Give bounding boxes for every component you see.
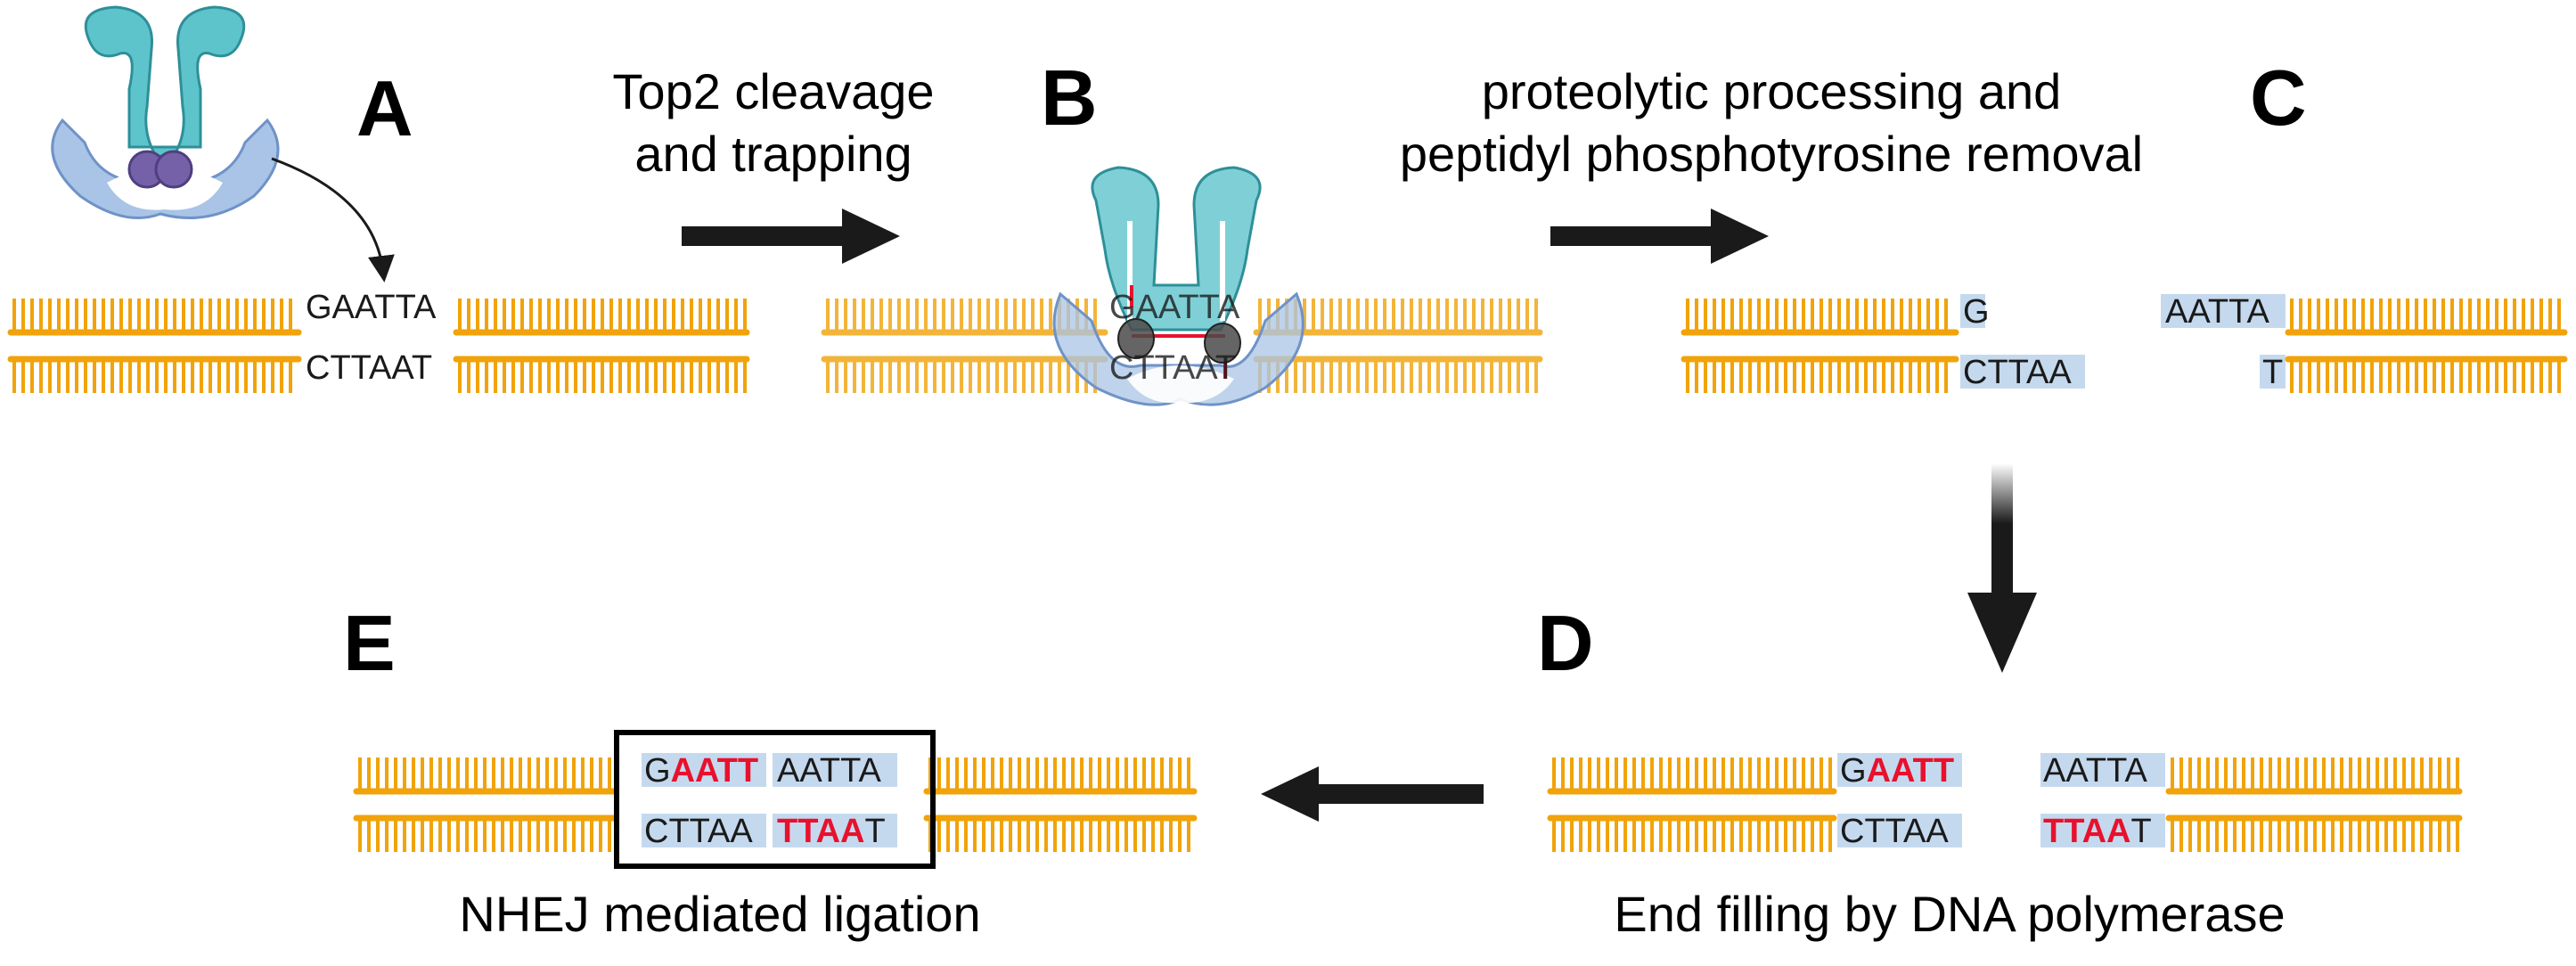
caption-processing-line2: peptidyl phosphotyrosine removal: [1400, 126, 2143, 182]
dna-strand-segment: [453, 299, 750, 393]
dna-strand-segment: [923, 757, 1198, 852]
sequence-bottom-strand: CTTAAT: [1109, 349, 1236, 387]
panel-b: B GAATTA CTTAAT: [821, 53, 1543, 406]
panel-e: E GAATT AATTA CTTAA TTAAT NHEJ mediated …: [343, 599, 1198, 942]
sequence-bottom-strand: CTTAAT: [306, 349, 432, 387]
dna-duplex-a: GAATTA CTTAAT: [7, 289, 750, 393]
arrow-d-to-e: [1261, 766, 1484, 822]
svg-text:GAATT: GAATT: [644, 752, 758, 790]
caption-nhej-ligation: NHEJ mediated ligation: [459, 886, 980, 942]
ligation-box: [614, 730, 936, 869]
dna-duplex-c-left: G CTTAA: [1681, 293, 2085, 393]
sequence-bottom-strand: CTTAA: [644, 813, 753, 850]
panel-e-letter: E: [343, 599, 396, 687]
sequence-bottom-strand: CTTAA: [1840, 813, 1949, 850]
caption-cleavage-line2: and trapping: [634, 126, 912, 182]
filled-bases: TTAA: [2043, 813, 2131, 850]
sequence-top-strand: AATTA: [2043, 752, 2147, 790]
sequence-top-strand: AATTA: [777, 752, 881, 790]
dna-strand-segment: [2285, 299, 2568, 393]
sequence-bottom-strand: T: [2131, 813, 2152, 850]
dna-strand-segment: [7, 299, 302, 393]
curved-arrow-icon: [271, 157, 395, 282]
sequence-top-strand: GAATTA: [1109, 289, 1240, 326]
arrow-a-to-b: [682, 209, 900, 264]
sequence-top-strand: GAATTA: [306, 289, 437, 326]
sequence-top-strand: G: [1963, 293, 1990, 331]
dna-strand-segment: [1681, 299, 1959, 393]
sequence-top-strand: G: [1840, 752, 1867, 790]
panel-a: A GAATTA CTTAAT: [7, 5, 750, 393]
dna-strand-segment: [353, 757, 618, 852]
arrow-c-to-d: [1967, 463, 2037, 673]
dna-strand-segment: [2165, 757, 2463, 852]
panel-d: D GAATT CTTAA AATTA TTAAT End filling by…: [1537, 599, 2463, 942]
filled-bases: TTAA: [777, 813, 865, 850]
svg-text:TTAAT: TTAAT: [777, 813, 886, 850]
sequence-bottom-strand: T: [2262, 354, 2283, 391]
svg-text:TTAAT: TTAAT: [2043, 813, 2152, 850]
dna-duplex-c-right: AATTA T: [2161, 293, 2568, 393]
filled-bases: AATT: [1867, 752, 1955, 790]
caption-processing-line1: proteolytic processing and: [1482, 63, 2062, 119]
dna-duplex-e: GAATT AATTA CTTAA TTAAT: [353, 730, 1198, 869]
topoisomerase-2-icon: [51, 5, 280, 219]
sequence-top-strand: AATTA: [2165, 293, 2269, 331]
sequence-bottom-strand: CTTAA: [1963, 354, 2072, 391]
svg-text:GAATT: GAATT: [1840, 752, 1954, 790]
panel-b-letter: B: [1041, 53, 1098, 142]
dna-duplex-d-right: AATTA TTAAT: [2040, 752, 2463, 852]
panel-a-letter: A: [356, 64, 413, 152]
sequence-top-strand: G: [644, 752, 671, 790]
arrow-b-to-c: [1550, 209, 1769, 264]
sequence-bottom-strand: T: [865, 813, 886, 850]
topoisomerase-2-trapped-icon: [1052, 166, 1304, 406]
dna-strand-segment: [1547, 757, 1837, 852]
caption-cleavage-line1: Top2 cleavage: [612, 63, 934, 119]
panel-c-letter: C: [2250, 53, 2307, 142]
dna-duplex-d-left: GAATT CTTAA: [1547, 752, 1962, 852]
panel-d-letter: D: [1537, 599, 1594, 687]
caption-end-filling: End filling by DNA polymerase: [1614, 886, 2285, 942]
panel-c: C G CTTAA AATTA T: [1681, 53, 2568, 393]
filled-bases: AATT: [671, 752, 759, 790]
